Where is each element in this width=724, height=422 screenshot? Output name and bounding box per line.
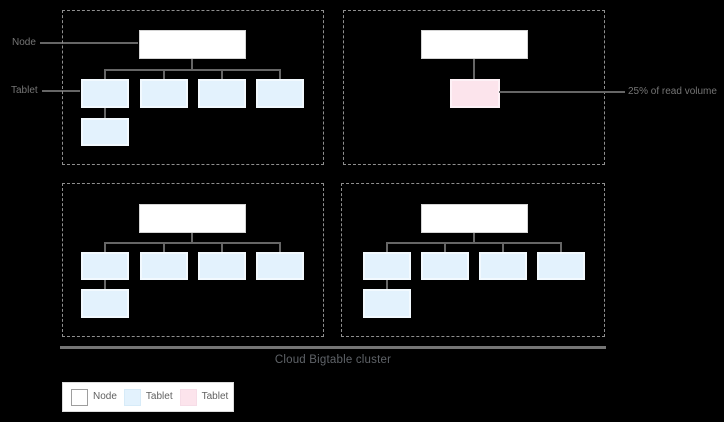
node-swatch [71,388,88,406]
tablet-box [537,252,585,280]
tablet-label: Tablet [11,85,38,96]
drop-line [163,242,165,252]
tablet-box [198,79,246,108]
drop-line [104,242,106,252]
legend: Node Tablet Tablet [62,382,234,412]
tablet-box [256,79,304,108]
drop-line [502,242,504,252]
node-box [421,30,528,59]
read-volume-pointer-line [499,91,625,93]
node-pointer-line [40,42,138,44]
legend-item-label: Node [93,391,117,402]
drop-line [104,108,106,118]
cluster-label: Cloud Bigtable cluster [274,354,392,366]
legend-item-label: Tablet [145,391,173,402]
hot-tablet-swatch [179,388,197,406]
tablet-box [140,252,188,280]
drop-line [104,280,106,289]
tablet-box [140,79,188,108]
tablet-box [421,252,469,280]
node-group-4 [341,183,605,337]
node-group-2 [343,10,605,165]
tablet-pointer-line [42,90,80,92]
legend-item-label: Tablet [201,391,229,402]
legend-item-node: Node [71,388,117,406]
node-drop-line [473,233,475,242]
bus-line [105,69,281,71]
drop-line [386,242,388,252]
tablet-box [363,289,411,318]
node-box [139,30,246,59]
drop-line [221,242,223,252]
drop-line [386,280,388,289]
drop-line [279,242,281,252]
drop-line [279,69,281,79]
node-label: Node [12,37,36,48]
hot-tablet-box [450,79,500,108]
cluster-divider-line [60,346,606,349]
tablet-box [81,252,129,280]
drop-line [104,69,106,79]
tablet-box [198,252,246,280]
tablet-box [81,289,129,318]
drop-line [560,242,562,252]
tablet-box [479,252,527,280]
tablet-box [81,79,129,108]
tablet-box [256,252,304,280]
drop-line [163,69,165,79]
node-drop-line [191,233,193,242]
node-box [421,204,528,233]
tablet-swatch [123,388,141,406]
tablet-box [81,118,129,146]
node-group-3 [62,183,324,337]
bus-line [387,242,561,244]
legend-item-tablet: Tablet [123,388,173,406]
tablet-box [363,252,411,280]
drop-line [221,69,223,79]
drop-line [444,242,446,252]
node-drop-line [473,59,475,79]
bus-line [105,242,281,244]
node-group-1 [62,10,324,165]
node-box [139,204,246,233]
legend-item-hot-tablet: Tablet [179,388,229,406]
node-drop-line [191,59,193,69]
read-volume-label: 25% of read volume [628,86,717,97]
